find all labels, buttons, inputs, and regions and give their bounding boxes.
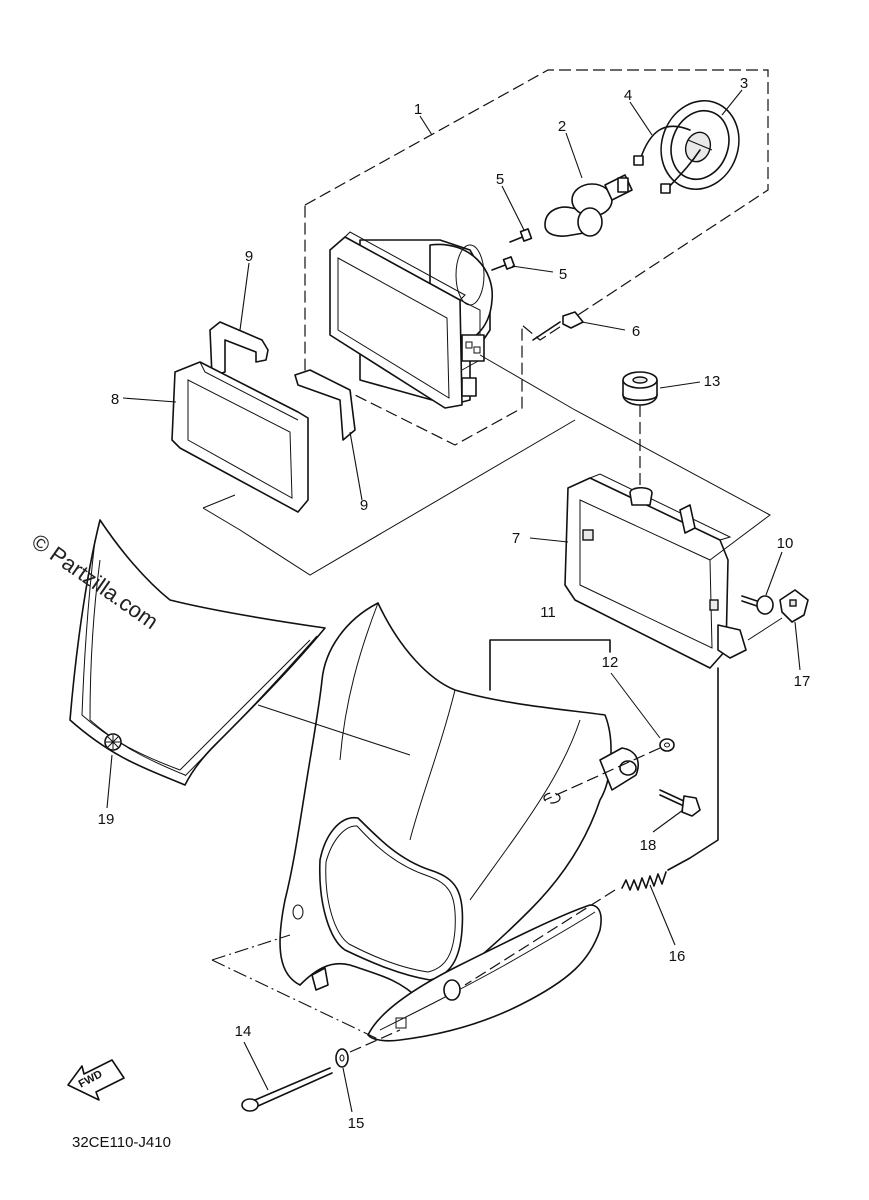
callout-1: 1 [414,101,422,118]
headlight-unit[interactable] [329,231,493,409]
clip-17[interactable] [779,589,809,623]
callout-5-lower: 5 [559,266,567,283]
adjuster-screw-upper[interactable] [509,228,533,243]
callout-18: 18 [640,837,657,854]
number-plate-panel[interactable] [69,519,326,786]
callout-11: 11 [540,604,556,621]
callout-16: 16 [669,948,686,965]
callout-19: 19 [98,811,115,828]
washer-15[interactable] [335,1048,349,1068]
callout-8: 8 [111,391,119,408]
headlight-bulb[interactable] [544,174,633,237]
callout-14: 14 [235,1023,252,1040]
callout-17: 17 [794,673,811,690]
callout-6: 6 [632,323,640,340]
fwd-arrow-icon: FWD [67,1059,125,1101]
spring-16[interactable] [621,871,667,891]
reference-lines [106,89,801,1113]
grommet[interactable] [622,371,658,406]
callout-3: 3 [740,75,748,92]
headlight-assembly-boundary [304,69,769,446]
callout-4: 4 [624,87,632,104]
callout-15: 15 [348,1115,365,1132]
headlight-bracket[interactable] [564,473,747,669]
callout-9-upper: 9 [245,248,253,265]
nut[interactable] [532,311,584,341]
callout-5-upper: 5 [496,171,504,188]
lens-seal-frame[interactable] [171,361,309,513]
callout-10: 10 [777,535,794,552]
callout-9-lower: 9 [360,497,368,514]
callout-13: 13 [704,373,721,390]
callout-7: 7 [512,530,520,547]
damper-upper[interactable] [209,321,269,377]
headlight-visor[interactable] [279,602,639,1001]
washer-12[interactable] [659,738,675,752]
callout-12: 12 [602,654,619,671]
bolt-18[interactable] [659,789,701,817]
bolt-10[interactable] [741,595,774,615]
adjuster-screw-lower[interactable] [491,256,516,271]
bolt-14[interactable] [241,1067,333,1112]
damper-lower[interactable] [294,369,356,441]
callout-labels: 1 2 3 4 5 5 6 7 8 9 9 10 11 12 13 14 15 … [98,75,811,1132]
callout-2: 2 [558,118,566,135]
diagram-code: 32CE110-J410 [72,1134,171,1151]
bulb-wire-harness[interactable] [633,125,701,194]
